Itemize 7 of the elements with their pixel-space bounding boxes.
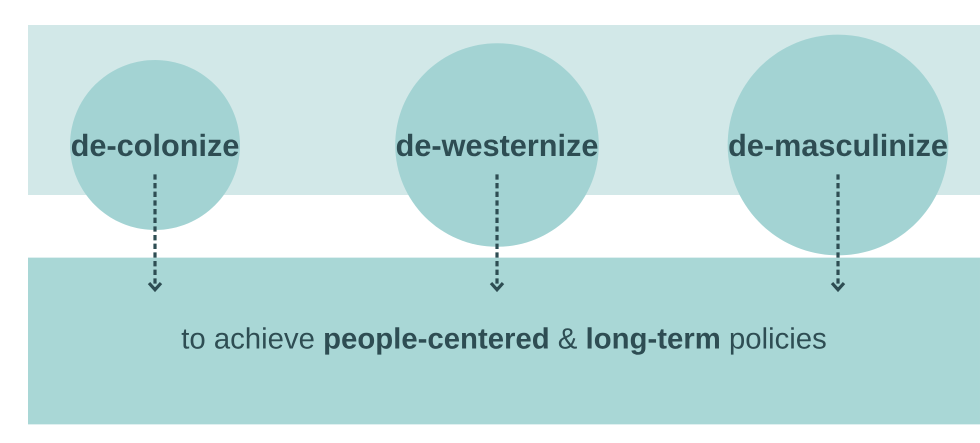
circle-label: de-masculinize [728,34,948,256]
circle-label: de-westernize [395,43,599,247]
arrow [830,174,846,292]
arrow [148,174,162,292]
circle-label: de-colonize [70,60,240,230]
band-box: to achieve people-centered & long-term policies [28,258,980,424]
arrow [490,174,504,292]
